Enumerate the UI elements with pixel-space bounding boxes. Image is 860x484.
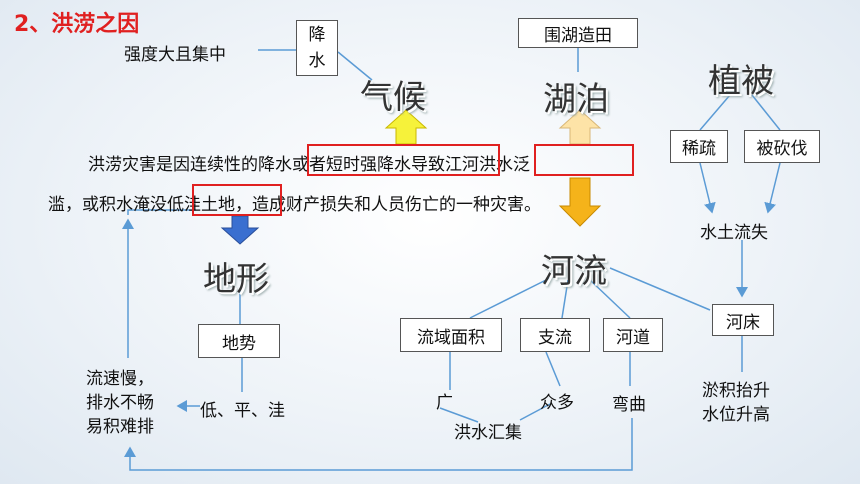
- precip-to-climate: [337, 51, 373, 81]
- highlight-precip-frame: [307, 144, 500, 176]
- terrain-result-1: 流速慢，: [86, 369, 154, 389]
- basin-wide-text: 广: [436, 393, 453, 413]
- definition-part: 滥，或积水淹没: [48, 195, 167, 215]
- definition-highlight-precip: 降水或者短时强降水: [258, 155, 411, 175]
- veg-to-sparse: [699, 94, 731, 131]
- river-label: 河流: [541, 251, 607, 290]
- highlight-flood-frame: [534, 144, 634, 176]
- basin-area-box: 流域面积: [400, 318, 502, 352]
- definition-part: 泛: [513, 155, 530, 175]
- tributary-many-text: 众多: [540, 393, 574, 413]
- terrain-down-arrow: [220, 215, 260, 245]
- lake-up-arrow: [558, 109, 602, 145]
- slope-box: 地势: [198, 324, 280, 358]
- tributary-box: 支流: [520, 318, 590, 352]
- channel-box: 河道: [603, 318, 663, 352]
- channel-curved-text: 弯曲: [612, 395, 646, 415]
- definition-part: 导致: [411, 155, 445, 175]
- veg-to-logged: [751, 94, 781, 131]
- climate-label: 气候: [360, 77, 426, 116]
- erosion-text: 水土流失: [700, 223, 768, 243]
- vegetation-label: 植被: [708, 61, 774, 100]
- definition-part: ，造成财产损失和人员伤亡的一种灾害。: [235, 195, 541, 215]
- terrain-result-3: 易积难排: [86, 417, 154, 437]
- reclaim-lake-box: 围湖造田: [518, 18, 638, 48]
- terrain-label: 地形: [203, 259, 269, 298]
- flood-converge-text: 洪水汇集: [454, 423, 522, 443]
- riverbed-result-2: 水位升高: [702, 405, 770, 425]
- precip-box: 降 水: [296, 20, 338, 76]
- riverbed-box: 河床: [712, 304, 774, 336]
- precip-intensity-text: 强度大且集中: [124, 45, 226, 65]
- definition-highlight-lowland: 低洼土地: [167, 195, 235, 215]
- page-title: 2、洪涝之因: [14, 12, 140, 37]
- terrain-result-2: 排水不畅: [86, 393, 154, 413]
- definition-part: 洪涝灾害是因连续性的: [88, 155, 258, 175]
- lake-label: 湖泊: [543, 79, 609, 118]
- sparse-box: 稀疏: [670, 130, 728, 163]
- logged-box: 被砍伐: [744, 130, 820, 163]
- highlight-lowland-frame: [192, 184, 282, 216]
- river-down-arrow: [558, 177, 602, 227]
- climate-up-arrow: [384, 109, 428, 145]
- slope-desc-text: 低、平、洼: [200, 401, 285, 421]
- definition-line-2: 滥，或积水淹没低洼土地，造成财产损失和人员伤亡的一种灾害。: [48, 190, 541, 215]
- definition-highlight-flood: 江河洪水: [445, 155, 513, 175]
- riverbed-result-1: 淤积抬升: [702, 381, 770, 401]
- definition-line-1: 洪涝灾害是因连续性的降水或者短时强降水导致江河洪水泛: [88, 150, 530, 175]
